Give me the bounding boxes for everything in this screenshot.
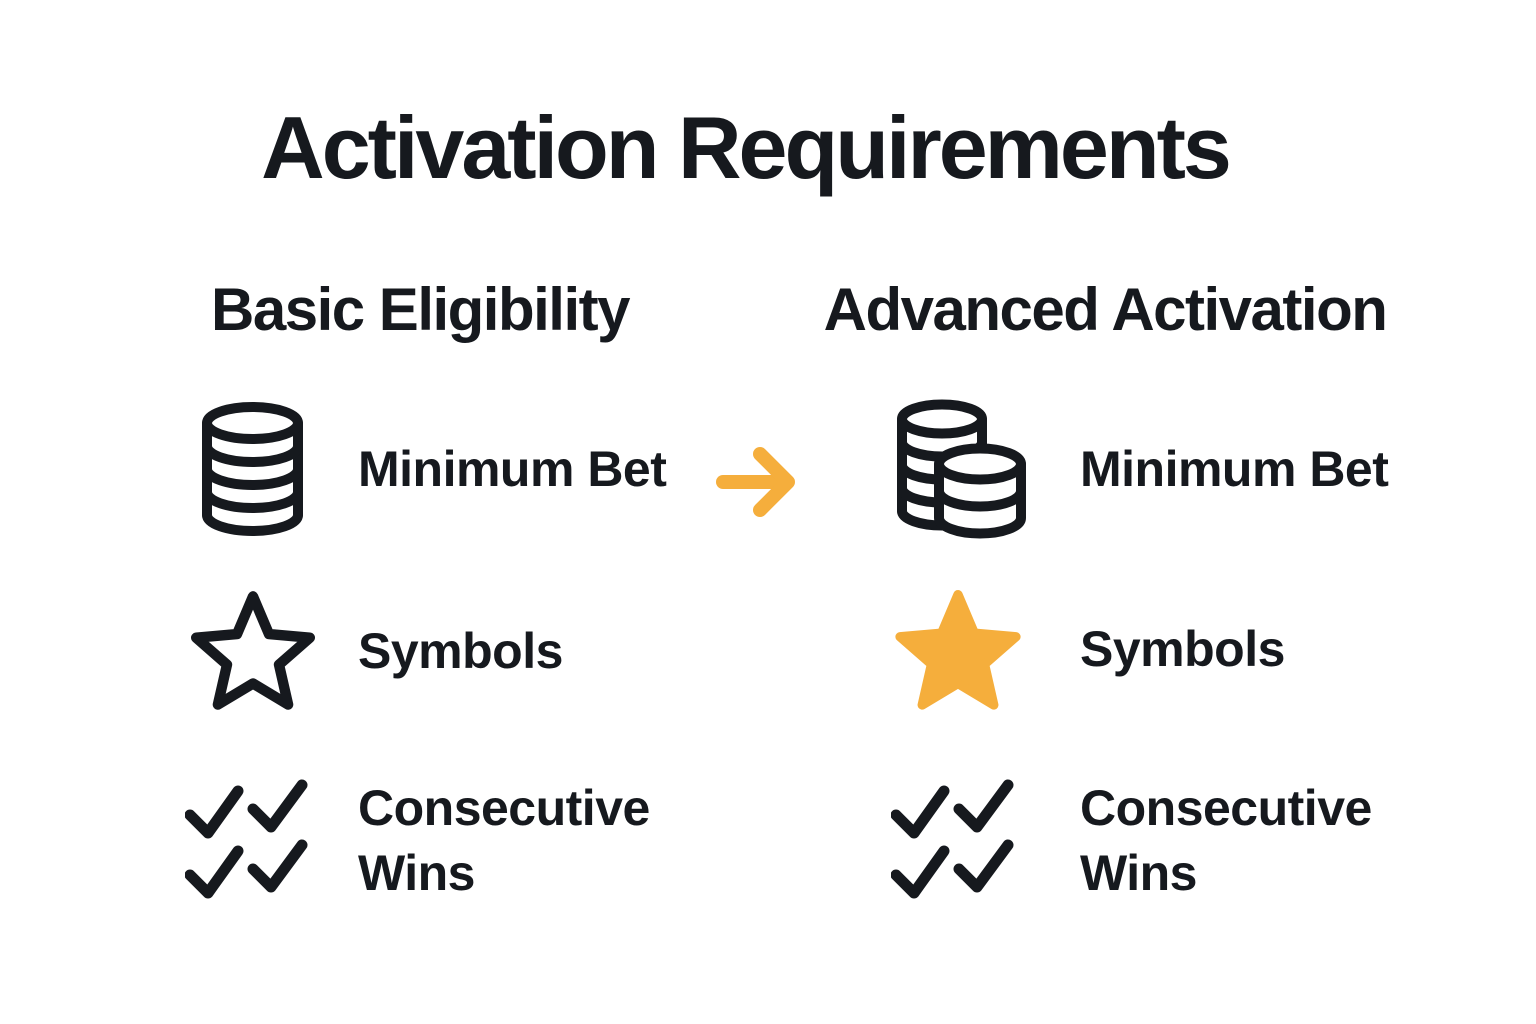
icon-cell <box>876 584 1040 714</box>
advanced-symbols-row: Symbols <box>876 583 1410 715</box>
checkmarks-icon <box>185 779 308 898</box>
page-title: Activation Requirements <box>261 98 1232 197</box>
icon-cell <box>185 779 320 904</box>
coin-stack-icon <box>202 402 303 536</box>
row-label: Minimum Bet <box>1080 440 1389 497</box>
icon-cell <box>185 401 320 537</box>
icon-cell <box>876 398 1040 540</box>
star-outline-icon <box>190 591 315 710</box>
advanced-consecutive-wins-row: Consecutive Wins <box>876 775 1410 907</box>
row-label: Symbols <box>1080 620 1285 677</box>
star-filled-icon <box>895 589 1021 710</box>
basic-consecutive-wins-row: Consecutive Wins <box>185 775 688 907</box>
arrow-right-icon <box>716 447 795 517</box>
arrow-container <box>716 446 800 518</box>
advanced-minimum-bet-row: Minimum Bet <box>876 398 1410 540</box>
basic-minimum-bet-row: Minimum Bet <box>185 398 688 540</box>
row-label: Symbols <box>358 622 563 679</box>
basic-symbols-row: Symbols <box>185 585 688 717</box>
icon-cell <box>185 586 320 716</box>
advanced-activation-header: Advanced Activation <box>823 276 1388 343</box>
icon-cell <box>876 779 1040 904</box>
row-label: Consecutive Wins <box>358 780 650 901</box>
row-label: Minimum Bet <box>358 440 667 497</box>
checkmarks-icon <box>890 779 1013 898</box>
double-coin-stack-icon <box>897 399 1026 539</box>
basic-eligibility-header: Basic Eligibility <box>211 276 630 343</box>
row-label: Consecutive Wins <box>1080 780 1372 901</box>
